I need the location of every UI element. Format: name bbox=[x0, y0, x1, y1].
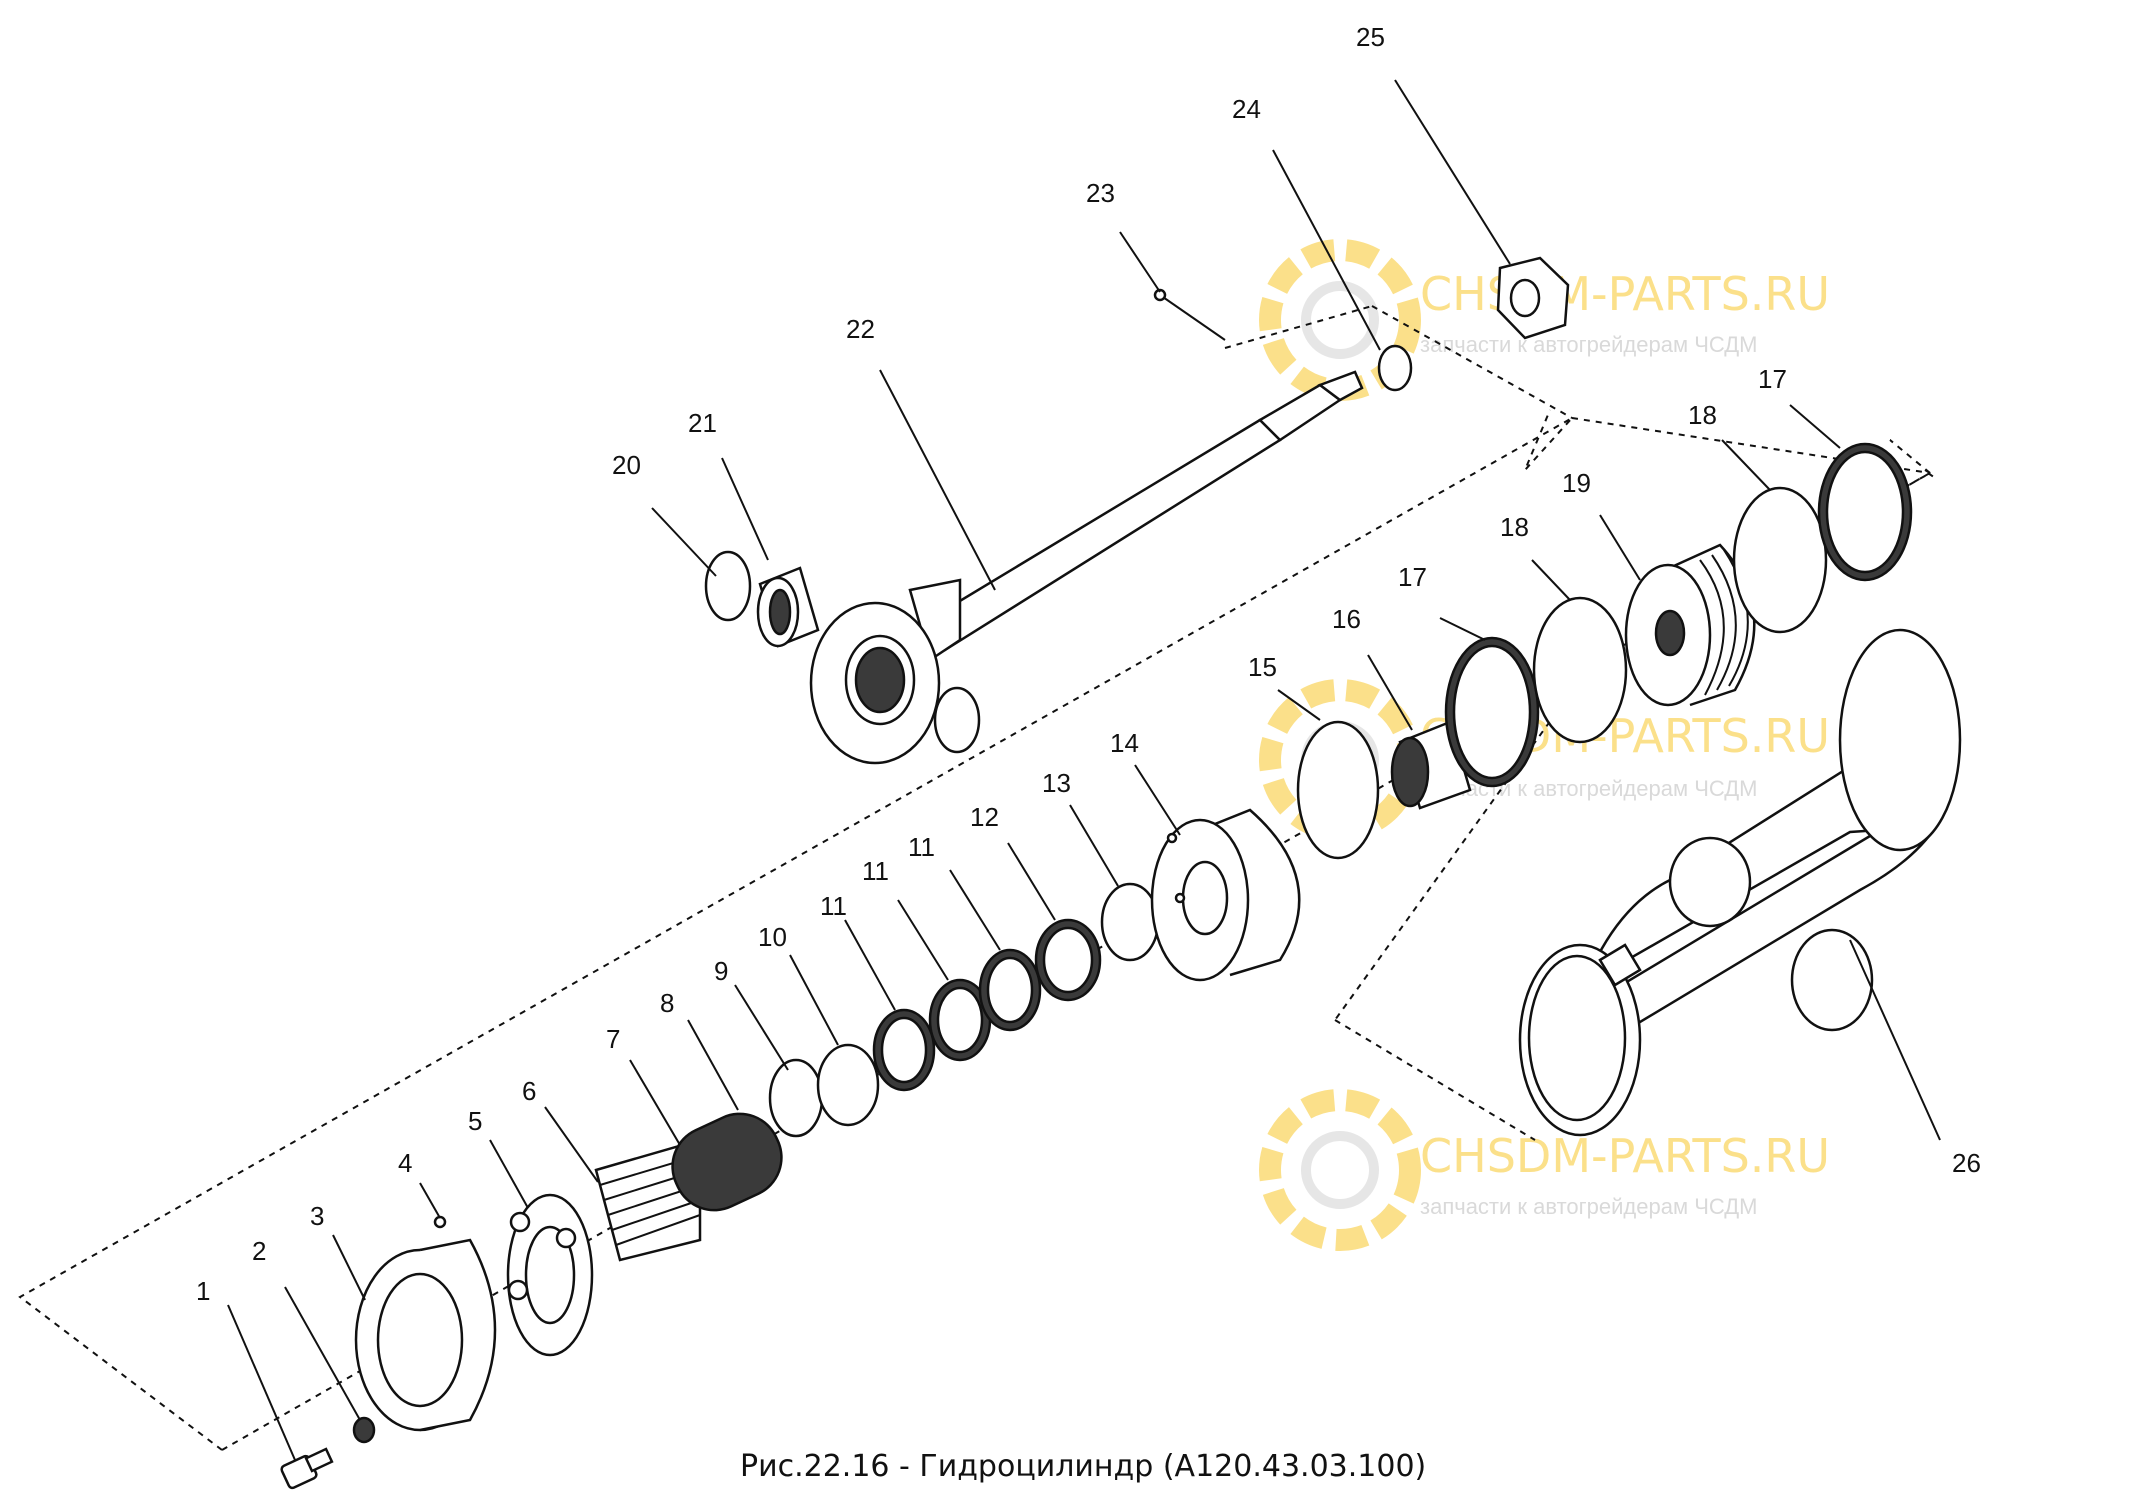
right-band-top bbox=[1889, 439, 1931, 474]
callout-26: 26 bbox=[1952, 1148, 1981, 1178]
callout-12: 12 bbox=[970, 802, 999, 832]
part-11a-ring-bore bbox=[880, 1016, 928, 1084]
part-13-ring bbox=[1100, 882, 1160, 962]
part-11c-ring-bore bbox=[986, 956, 1034, 1024]
callout-8: 8 bbox=[660, 988, 674, 1018]
part-18a-ring bbox=[1532, 596, 1628, 744]
pin-dashed-axis bbox=[1224, 305, 1373, 349]
callout-18b: 18 bbox=[1688, 400, 1717, 430]
callout-17b: 17 bbox=[1758, 364, 1787, 394]
callout-7: 7 bbox=[606, 1024, 620, 1054]
part-5-flange bbox=[506, 1193, 594, 1357]
part-20-circlip bbox=[704, 550, 752, 622]
callout-6: 6 bbox=[522, 1076, 536, 1106]
callout-11a: 11 bbox=[820, 891, 847, 921]
part-11b-ring-bore bbox=[936, 986, 984, 1054]
callout-13: 13 bbox=[1042, 768, 1071, 798]
assembly-axes bbox=[18, 305, 1936, 1451]
part-22-piston-rod bbox=[809, 370, 1364, 765]
rod-dashed-axis bbox=[1371, 305, 1573, 419]
part-23-cotter-pin bbox=[1153, 288, 1226, 341]
callout-16: 16 bbox=[1332, 604, 1361, 634]
part-25-castle-nut bbox=[1496, 256, 1570, 340]
callout-10: 10 bbox=[758, 922, 787, 952]
part-2-washer bbox=[352, 1416, 376, 1444]
callout-1: 1 bbox=[196, 1276, 210, 1306]
part-17b-ring-bore bbox=[1825, 450, 1905, 574]
callout-23: 23 bbox=[1086, 178, 1115, 208]
leader-lines bbox=[227, 79, 1941, 1461]
part-18b-ring bbox=[1732, 486, 1828, 634]
part-10-ring bbox=[816, 1043, 880, 1127]
callout-25: 25 bbox=[1356, 22, 1385, 52]
figure-caption: Рис.22.16 - Гидроцилиндр (А120.43.03.100… bbox=[740, 1449, 1426, 1484]
callout-11b: 11 bbox=[862, 856, 889, 886]
gear-logo-inner-icon bbox=[1301, 1131, 1379, 1209]
part-3-ring-nut bbox=[354, 1238, 497, 1432]
part-14-gland bbox=[1150, 808, 1301, 982]
callout-14: 14 bbox=[1110, 728, 1139, 758]
part-1-bolt bbox=[280, 1447, 334, 1490]
callout-19: 19 bbox=[1562, 468, 1591, 498]
callout-22: 22 bbox=[846, 314, 875, 344]
watermark-subtitle: запчасти к автогрейдерам ЧСДМ bbox=[1420, 332, 1758, 357]
part-12-ring-bore bbox=[1042, 926, 1094, 994]
barrel-band-bottom bbox=[1334, 1019, 1536, 1141]
callout-3: 3 bbox=[310, 1201, 324, 1231]
part-20b-circlip bbox=[933, 686, 981, 754]
gear-logo-inner-icon bbox=[1301, 281, 1379, 359]
part-17a-ring-bore bbox=[1452, 644, 1532, 780]
part-15-o-ring bbox=[1296, 720, 1380, 860]
callout-9: 9 bbox=[714, 956, 728, 986]
callout-20: 20 bbox=[612, 450, 641, 480]
part-4-screw bbox=[433, 1215, 447, 1229]
part-8-coil-stack bbox=[671, 1112, 783, 1212]
callout-21: 21 bbox=[688, 408, 717, 438]
gear-logo-icon bbox=[1259, 1089, 1421, 1251]
watermark-bottom: CHSDM-PARTS.RU запчасти к автогрейдерам … bbox=[1259, 1089, 1830, 1251]
watermark-title: CHSDM-PARTS.RU bbox=[1420, 267, 1830, 321]
callout-24: 24 bbox=[1232, 94, 1261, 124]
callout-18a: 18 bbox=[1500, 512, 1529, 542]
callout-15: 15 bbox=[1248, 652, 1277, 682]
watermark-subtitle: запчасти к автогрейдерам ЧСДМ bbox=[1420, 1194, 1758, 1219]
callout-11c: 11 bbox=[908, 832, 935, 862]
lower-dashed-frame bbox=[18, 409, 1573, 1451]
part-24-ring bbox=[1377, 344, 1413, 392]
part-19-piston bbox=[1624, 543, 1756, 707]
callout-labels: 1 2 3 4 5 6 7 8 9 10 11 11 11 12 13 14 1… bbox=[196, 22, 1981, 1306]
callout-2: 2 bbox=[252, 1236, 266, 1266]
callout-5: 5 bbox=[468, 1106, 482, 1136]
callout-17a: 17 bbox=[1398, 562, 1427, 592]
part-21-bushing bbox=[756, 566, 820, 648]
part-9-ring bbox=[768, 1058, 824, 1138]
part-26-cylinder-barrel bbox=[1518, 628, 1962, 1137]
watermark-title: CHSDM-PARTS.RU bbox=[1420, 1129, 1830, 1183]
lower-dashed-axis bbox=[221, 472, 1931, 1451]
callout-4: 4 bbox=[398, 1148, 412, 1178]
